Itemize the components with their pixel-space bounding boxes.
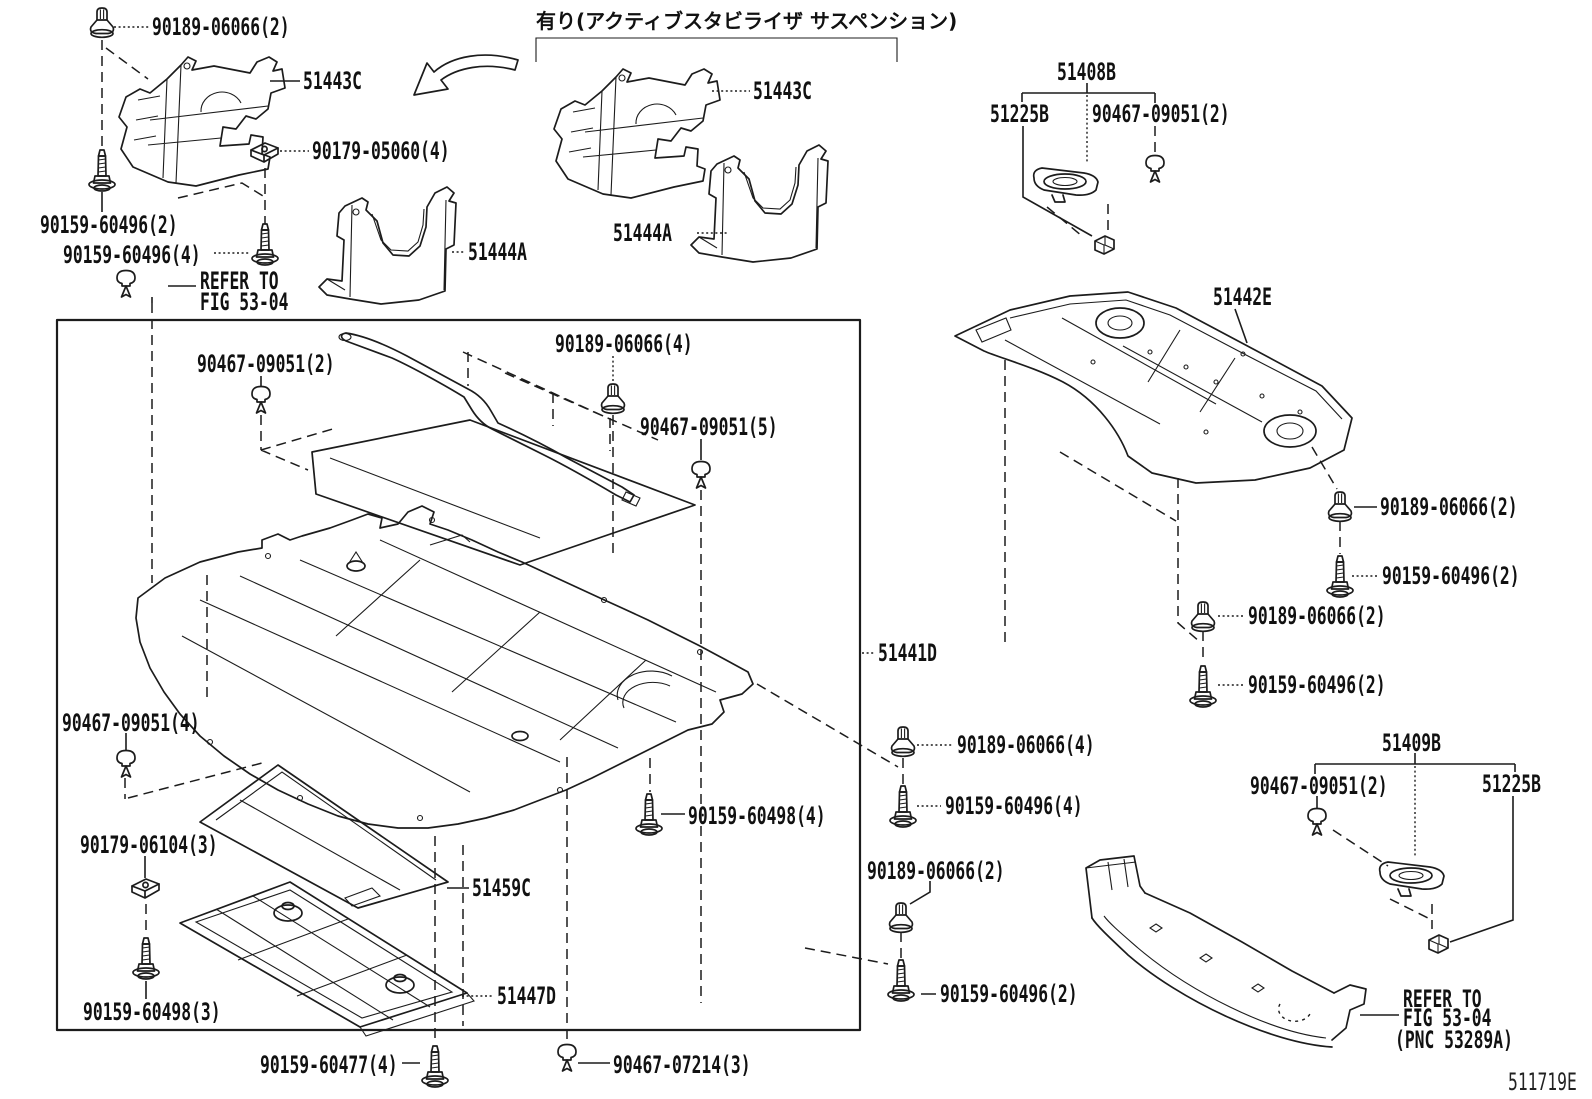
screw-icon — [421, 1045, 449, 1088]
fastener-label-90189-06066-e: 90189-06066(4) — [957, 731, 1095, 759]
screw-icon — [251, 223, 279, 266]
part-label-51459c: 51459C — [472, 874, 531, 902]
front-deflector-panel — [1086, 856, 1399, 1047]
upper-flat-sheet — [312, 420, 695, 565]
screw-icon — [635, 793, 663, 836]
fastener-label-90467-07214: 90467-07214(3) — [613, 1051, 751, 1079]
box-fasteners — [116, 352, 952, 1088]
suspension-note-jp: 有り(アクティブスタビライザ サスペンション) — [536, 9, 958, 33]
part-label-51447d: 51447D — [497, 982, 556, 1010]
part-label-51444a-mid: 51444A — [613, 219, 672, 247]
refer-note-top-line2: FIG 53-04 — [200, 288, 289, 316]
fastener-label-90189-06066-b: 90189-06066(2) — [1380, 493, 1518, 521]
right-fasteners — [1005, 309, 1379, 708]
fastener-label-90179-06104: 90179-06104(3) — [80, 831, 218, 859]
grommet-icon — [600, 383, 626, 415]
fastener-label-90189-06066-f: 90189-06066(2) — [867, 857, 1005, 885]
fastener-label-90467-09051-a: 90467-09051(2) — [1092, 100, 1230, 128]
refer-note-top-line1: REFER TO — [200, 267, 279, 295]
bracket-seal-icon — [1378, 861, 1445, 897]
screw-icon — [1326, 555, 1354, 598]
part-label-51444a-left: 51444A — [468, 238, 527, 266]
fastener-label-90467-09051-b: 90467-09051(2) — [197, 350, 335, 378]
part-label-51443c-left: 51443C — [303, 67, 362, 95]
fastener-label-90159-60496-a: 90159-60496(2) — [40, 211, 178, 239]
assembly-51408b — [1022, 83, 1165, 255]
part-51444a-left — [318, 186, 457, 305]
part-label-51409b: 51409B — [1382, 729, 1441, 757]
screw-icon — [132, 937, 160, 980]
fastener-label-90189-06066-c: 90189-06066(2) — [1248, 602, 1386, 630]
part-label-51225b-bottom: 51225B — [1482, 770, 1541, 798]
refer-note-bottom-line1: REFER TO — [1403, 985, 1482, 1013]
part-label-51442e: 51442E — [1213, 283, 1272, 311]
part-label-51408b: 51408B — [1057, 58, 1116, 86]
screw-icon — [88, 149, 116, 192]
fastener-label-90159-60477: 90159-60477(4) — [260, 1051, 398, 1079]
screw-icon — [1189, 665, 1217, 708]
bracket-seal-icon — [1032, 167, 1099, 203]
part-51443c-mid — [553, 68, 721, 199]
fastener-label-90189-06066-a: 90189-06066(2) — [152, 13, 290, 41]
fastener-label-90467-09051-d: 90467-09051(4) — [62, 709, 200, 737]
clip-icon — [251, 385, 271, 414]
grommet-icon — [89, 7, 115, 39]
front-brace-bar — [339, 333, 640, 506]
part-51442e — [955, 292, 1352, 483]
refer-note-bottom-line3: (PNC 53289A) — [1395, 1026, 1513, 1054]
grommet-icon — [888, 902, 914, 934]
fastener-label-90189-06066-d: 90189-06066(4) — [555, 330, 693, 358]
fastener-label-90159-60496-f: 90159-60496(2) — [940, 980, 1078, 1008]
leader-lines — [697, 91, 750, 233]
clip-nut-icon — [250, 142, 279, 163]
fastener-label-90159-60498-a: 90159-60498(3) — [83, 998, 221, 1026]
assembly-51409b — [1307, 753, 1515, 954]
fastener-label-90467-09051-c: 90467-09051(5) — [640, 413, 778, 441]
retainer-icon — [1428, 934, 1449, 954]
grommet-icon — [1327, 491, 1353, 523]
clip-icon — [1307, 807, 1327, 836]
clip-icon — [116, 749, 136, 778]
part-label-51225b-top: 51225B — [990, 100, 1049, 128]
fastener-label-90467-09051-e: 90467-09051(2) — [1250, 772, 1388, 800]
fastener-label-90159-60496-c: 90159-60496(2) — [1382, 562, 1520, 590]
direction-arrow — [414, 55, 518, 95]
grommet-icon — [1190, 601, 1216, 633]
clip-icon — [557, 1043, 577, 1072]
part-51459c-panel — [200, 765, 448, 908]
fastener-label-90159-60496-e: 90159-60496(4) — [945, 792, 1083, 820]
fastener-label-90159-60496-d: 90159-60496(2) — [1248, 671, 1386, 699]
fastener-label-90159-60498-b: 90159-60498(4) — [688, 802, 826, 830]
retainer-icon — [1094, 235, 1115, 255]
part-51443c-left — [118, 56, 286, 187]
fastener-label-90159-60496-b: 90159-60496(4) — [63, 241, 201, 269]
grommet-icon — [890, 726, 916, 758]
clip-icon — [691, 460, 711, 489]
diagram-code: 511719E — [1508, 1068, 1577, 1096]
clip-icon — [1145, 154, 1165, 183]
fastener-label-90179-05060: 90179-05060(4) — [312, 137, 450, 165]
suspension-note-bracket — [536, 38, 897, 62]
part-label-51443c-mid: 51443C — [753, 77, 812, 105]
part-51441d-cover — [136, 506, 753, 828]
screw-icon — [889, 785, 917, 828]
top-left-fasteners — [88, 7, 465, 583]
part-label-51441d: 51441D — [878, 639, 937, 667]
assembly-box-51441d — [57, 320, 875, 1030]
clip-nut-icon — [131, 878, 160, 899]
part-51444a-mid — [690, 144, 829, 263]
part-51447d-panel — [180, 882, 474, 1036]
screw-icon — [887, 959, 915, 1002]
refer-note-bottom-line2: FIG 53-04 — [1403, 1004, 1492, 1032]
clip-icon — [116, 269, 136, 298]
